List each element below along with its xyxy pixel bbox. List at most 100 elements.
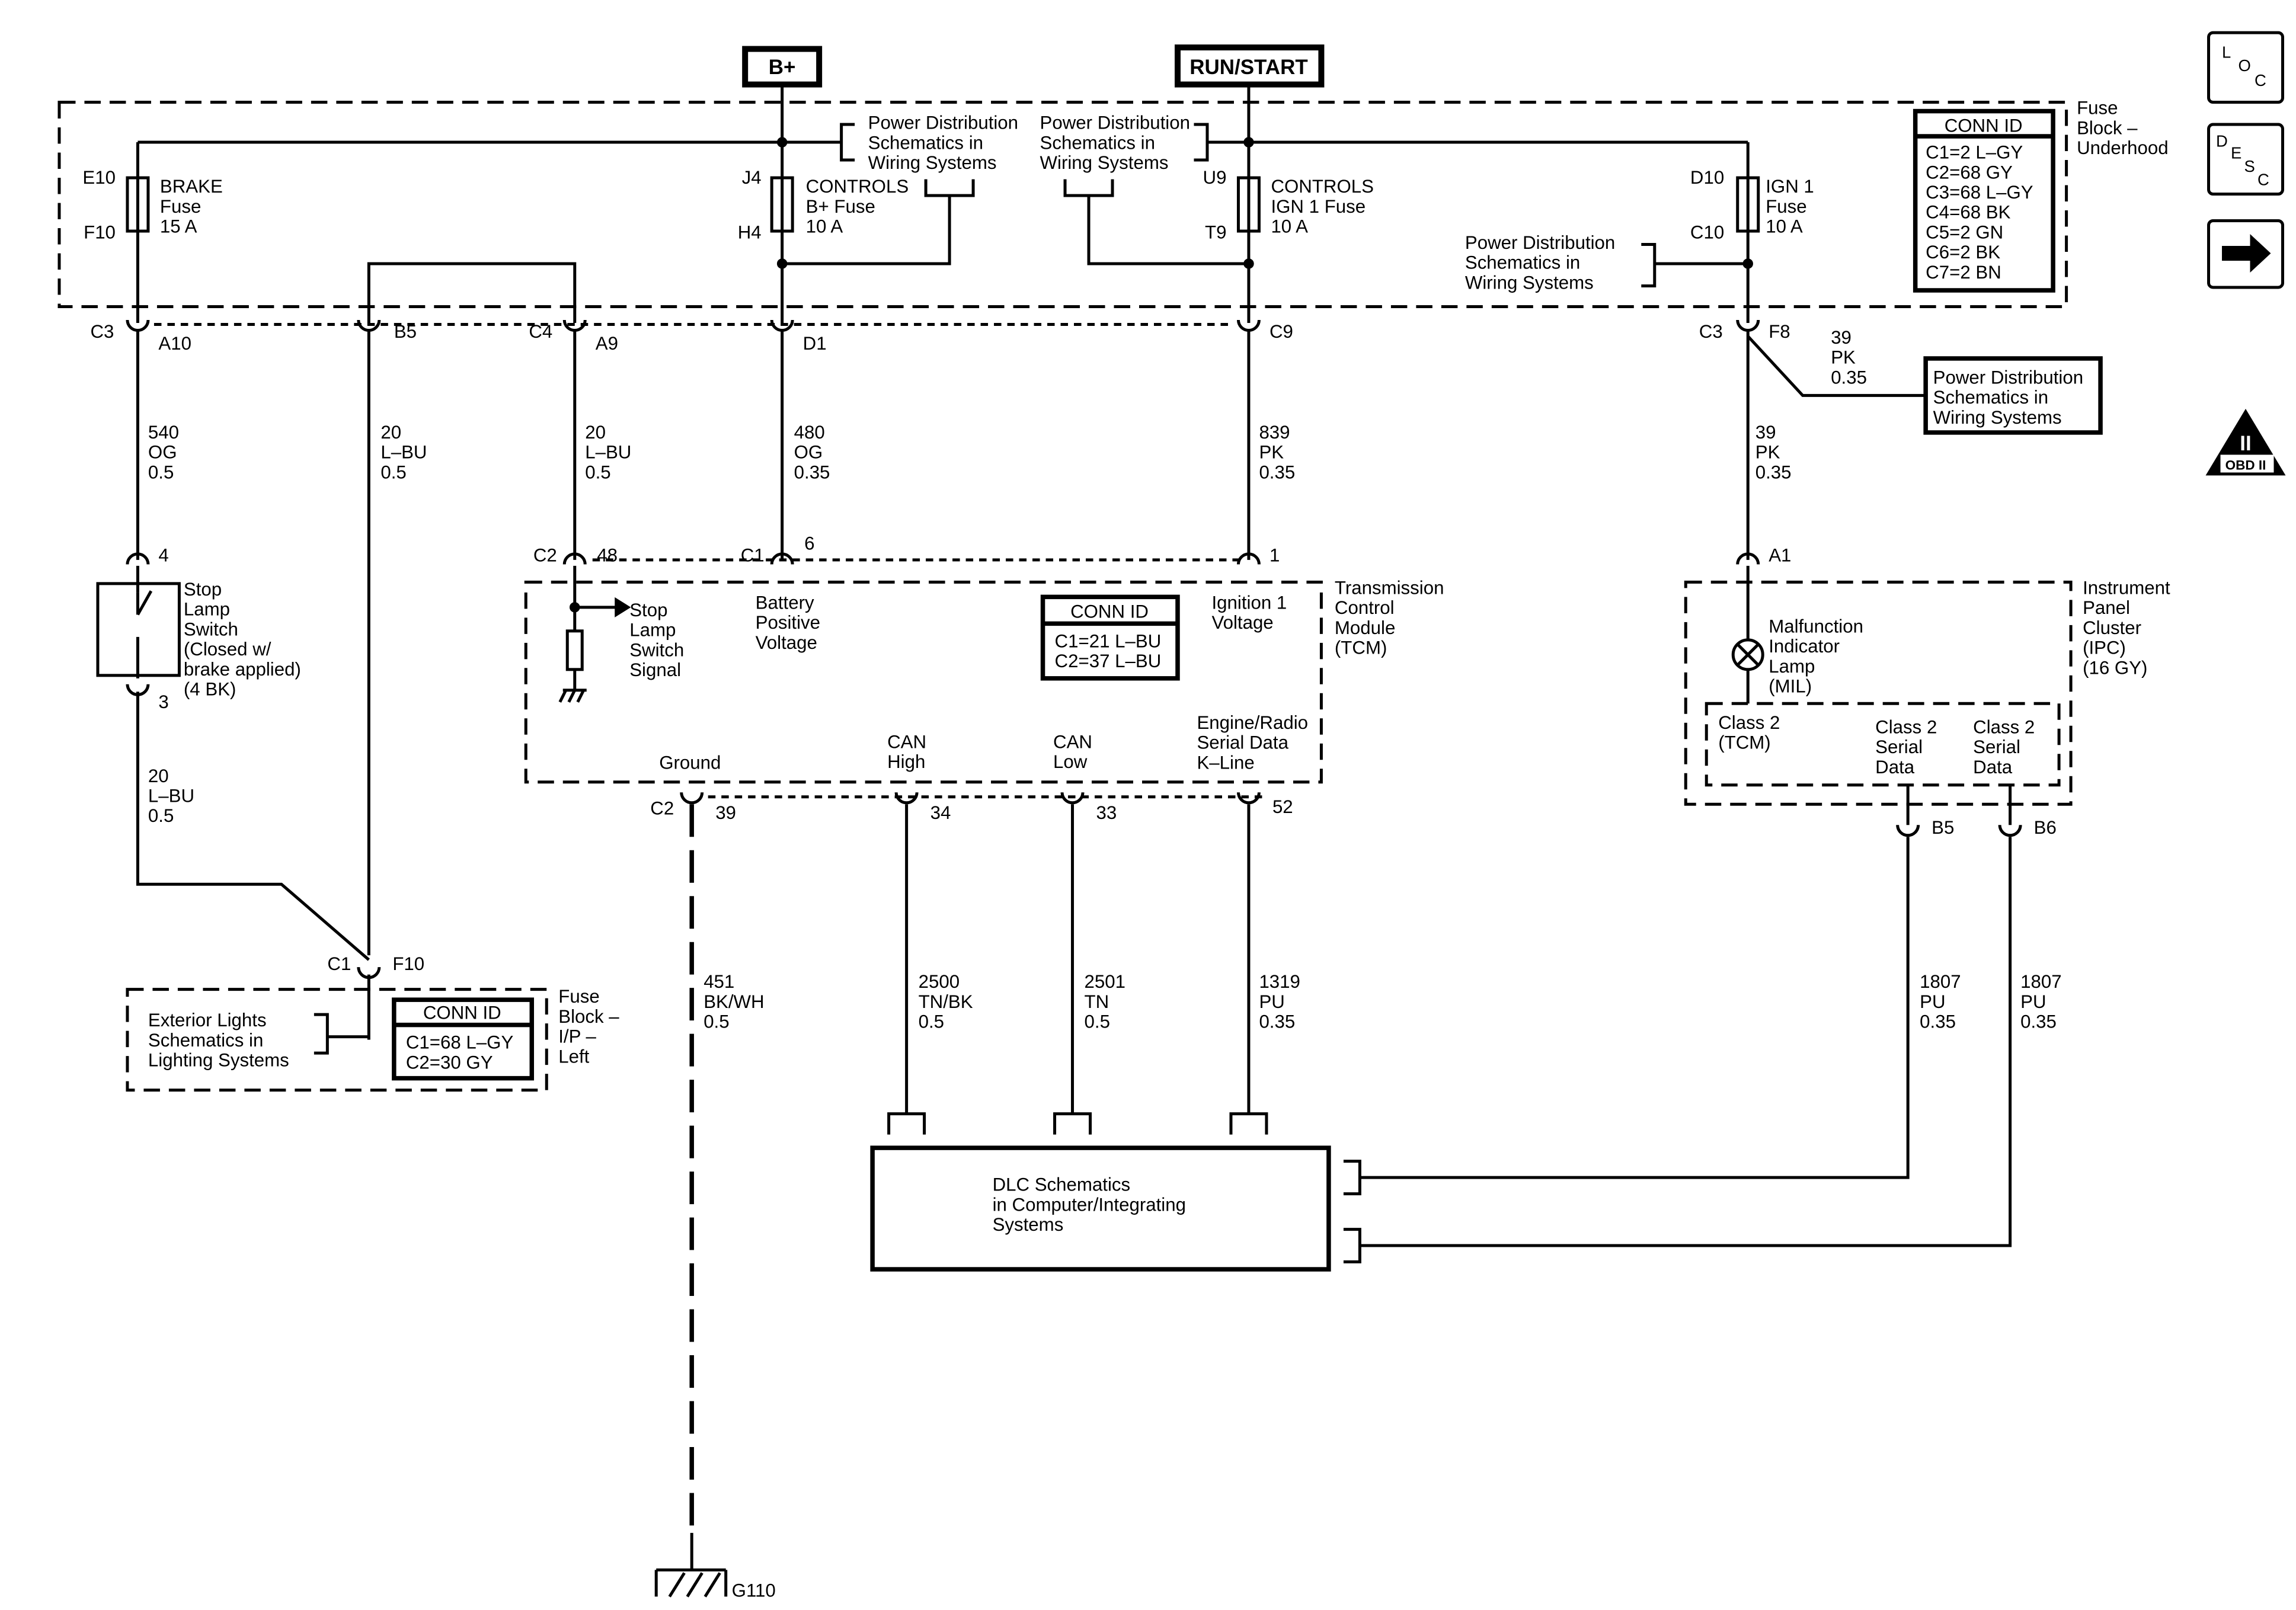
pin-3: 3 <box>158 692 168 712</box>
pin-b5-ipc: B5 <box>1932 817 1954 838</box>
next-page-icon[interactable] <box>2207 219 2285 289</box>
pin-c4: C4 <box>529 321 552 342</box>
pin-t9: T9 <box>1205 222 1226 242</box>
wire-451: 451 BK/WH 0.5 <box>703 971 769 1032</box>
dlc-box <box>870 1145 1331 1272</box>
wire-1807b: 1807 PU 0.35 <box>2020 971 2067 1032</box>
desc-icon-letter-s: S <box>2244 157 2255 175</box>
ign1-fuse-label: IGN 1 Fuse 10 A <box>1766 176 1819 236</box>
conn-id-ip-lines: C1=68 L–GY C2=30 GY <box>406 1032 519 1073</box>
pin-u9: U9 <box>1203 167 1227 188</box>
pull-down-resistor <box>565 629 584 671</box>
pds-box <box>1923 356 2103 435</box>
pds-ign-label: Power Distribution Schematics in Wiring … <box>1465 232 1620 293</box>
connector-52 <box>1236 792 1261 805</box>
runstart-label: RUN/START <box>1189 56 1308 79</box>
can-low-label: CAN Low <box>1053 731 1098 772</box>
pin-c1-f10: C1 <box>327 953 351 974</box>
pin-48: 48 <box>597 545 618 565</box>
obd-ii-numeral: II <box>2240 432 2251 455</box>
ground-label: Ground <box>659 752 721 773</box>
conn-id-underhood-title: CONN ID <box>1945 116 2023 136</box>
wire-2501: 2501 TN 0.5 <box>1085 971 1131 1032</box>
fuse-block-underhood-outline <box>57 101 2068 308</box>
pin-c1-6: C1 <box>741 545 765 565</box>
pin-b5-top: B5 <box>394 321 417 342</box>
can-high-label: CAN High <box>887 731 932 772</box>
signal-arrow-icon <box>615 597 631 617</box>
ipc-label: Instrument Panel Cluster (IPC) (16 GY) <box>2083 577 2175 678</box>
ignition-voltage-label: Ignition 1 Voltage <box>1211 592 1291 633</box>
wire-39-right: 39 PK 0.35 <box>1755 422 1792 482</box>
pin-a1: A1 <box>1769 545 1791 565</box>
class2-outline <box>1705 702 2061 787</box>
wire-20-b5: 20 L–BU 0.5 <box>380 422 432 482</box>
pin-h4: H4 <box>738 222 762 242</box>
wire-20-a9: 20 L–BU 0.5 <box>585 422 637 482</box>
conn-id-underhood-box <box>1913 108 2055 293</box>
k-line-label: Engine/Radio Serial Data K–Line <box>1197 712 1313 773</box>
battery-voltage-label: Battery Positive Voltage <box>756 592 826 652</box>
pds-left-label: Power Distribution Schematics in Wiring … <box>868 113 1024 173</box>
pin-33: 33 <box>1096 802 1117 823</box>
arrow-right-icon <box>2222 233 2271 273</box>
connector-39 <box>680 792 704 805</box>
class2-b-label: Class 2 Serial Data <box>1973 716 2040 777</box>
pin-a9: A9 <box>596 333 618 354</box>
pin-34: 34 <box>930 802 951 823</box>
wire-480: 480 OG 0.35 <box>794 422 830 482</box>
tcm-outline <box>524 580 1323 784</box>
fuse-block-underhood-label: Fuse Block – Underhood <box>2077 98 2169 158</box>
connector-1 <box>1236 552 1261 565</box>
g110-label: G110 <box>732 1580 776 1601</box>
mil-label: Malfunction Indicator Lamp (MIL) <box>1769 616 1868 696</box>
pin-f8: F8 <box>1769 321 1790 342</box>
bplus-label: B+ <box>769 56 796 79</box>
pin-d10: D10 <box>1690 167 1724 188</box>
fuse-block-ip-outline <box>126 988 548 1092</box>
tcm-label: Transmission Control Module (TCM) <box>1335 577 1449 658</box>
wire-1807a: 1807 PU 0.35 <box>1920 971 1966 1032</box>
pin-c2-48: C2 <box>533 545 557 565</box>
stop-lamp-switch-label: Stop Lamp Switch (Closed w/ brake applie… <box>184 579 306 700</box>
conn-id-ip-box <box>392 997 535 1081</box>
connector-4 <box>126 552 150 565</box>
pin-f10: F10 <box>392 953 424 974</box>
wire-540: 540 OG 0.5 <box>148 422 184 482</box>
pds-box-label: Power Distribution Schematics in Wiring … <box>1933 367 2089 427</box>
pin-c3-left: C3 <box>91 321 114 342</box>
obd-ii-label: OBD II <box>2225 457 2266 472</box>
desc-icon-letter-c: C <box>2257 171 2269 189</box>
pds-right-label: Power Distribution Schematics in Wiring … <box>1040 113 1195 173</box>
desc-icon[interactable] <box>2207 123 2285 196</box>
pin-1: 1 <box>1269 545 1280 565</box>
wire-20-switch: 20 L–BU 0.5 <box>148 766 200 826</box>
dlc-label: DLC Schematics in Computer/Integrating S… <box>993 1174 1191 1235</box>
conn-id-underhood-lines: C1=2 L–GY C2=68 GY C3=68 L–GY C4=68 BK C… <box>1926 142 2038 283</box>
conn-id-tcm-box <box>1040 594 1180 681</box>
ipc-outline <box>1684 580 2073 806</box>
pin-c2-39: C2 <box>650 798 674 819</box>
pin-c10: C10 <box>1690 222 1724 242</box>
brake-fuse-label: BRAKE Fuse 15 A <box>160 176 228 236</box>
pin-d1: D1 <box>803 333 827 354</box>
wire-1319: 1319 PU 0.35 <box>1259 971 1305 1032</box>
pin-f10-fuse: F10 <box>84 222 116 242</box>
wire-2500: 2500 TN/BK 0.5 <box>919 971 978 1032</box>
connector-b6-ipc <box>1998 825 2022 837</box>
connector-33 <box>1060 792 1085 805</box>
wire-39-branch: 39 PK 0.35 <box>1831 327 1867 388</box>
connector-b5-ipc <box>1896 825 1920 837</box>
desc-icon-letter-d: D <box>2216 132 2228 151</box>
conn-id-tcm-title: CONN ID <box>1070 601 1149 622</box>
controls-bplus-fuse-label: CONTROLS B+ Fuse 10 A <box>806 176 914 236</box>
connector-34 <box>894 792 919 805</box>
desc-icon-letter-e: E <box>2231 144 2241 162</box>
loc-icon[interactable] <box>2207 31 2285 104</box>
pin-e10: E10 <box>82 167 116 188</box>
class2-a-label: Class 2 Serial Data <box>1875 716 1942 777</box>
loc-icon-letter-o: O <box>2239 56 2251 75</box>
loc-icon-letter-l: L <box>2222 43 2231 62</box>
exterior-lights-label: Exterior Lights Schematics in Lighting S… <box>148 1010 289 1070</box>
